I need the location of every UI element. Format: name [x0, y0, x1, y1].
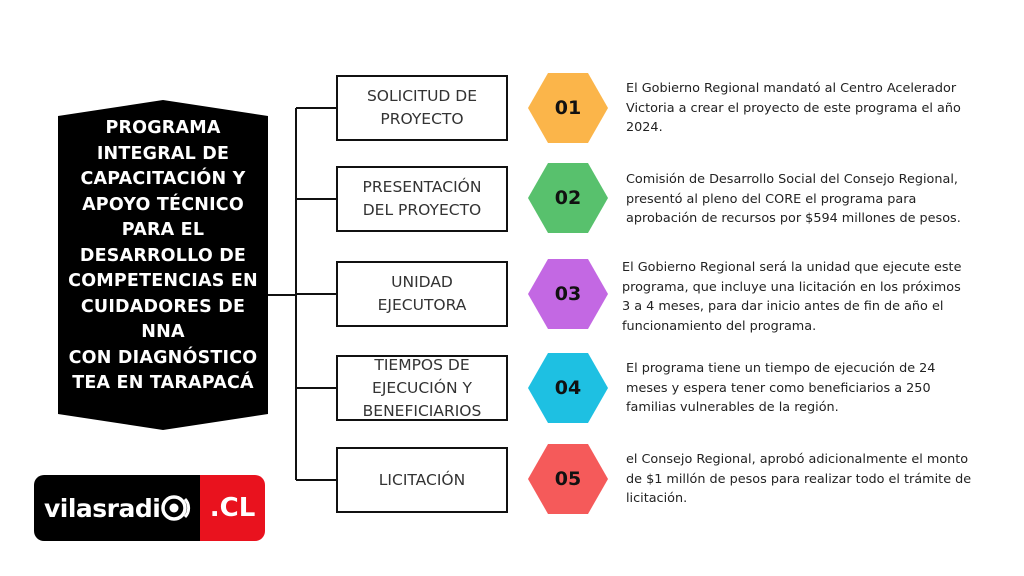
step-4-description: El programa tiene un tiempo de ejecución… [626, 361, 936, 415]
step-2-box: PRESENTACIÓN DEL PROYECTO [336, 166, 508, 232]
program-title: PROGRAMA INTEGRAL DE CAPACITACIÓN Y APOY… [68, 118, 258, 393]
program-title-box: PROGRAMA INTEGRAL DE CAPACITACIÓN Y APOY… [58, 100, 268, 430]
radio-signal-icon [161, 495, 191, 521]
step-2-description: Comisión de Desarrollo Social del Consej… [626, 172, 961, 226]
title-hexagon-shape [58, 100, 268, 430]
step-3-description: El Gobierno Regional será la unidad que … [622, 260, 962, 334]
step-5-number: 05 [554, 468, 582, 490]
step-1-number-badge: 01 [528, 73, 608, 143]
step-1-number: 01 [554, 97, 582, 119]
step-5-number-badge: 05 [528, 444, 608, 514]
logo-name: vilasradi [44, 493, 161, 523]
step-3-number-badge: 03 [528, 259, 608, 329]
step-4-number: 04 [554, 377, 582, 399]
step-1-box: SOLICITUD DE PROYECTO [336, 75, 508, 141]
step-2-number: 02 [554, 187, 582, 209]
vilasradio-logo: vilasradi .CL [34, 475, 265, 541]
step-5-box: LICITACIÓN [336, 447, 508, 513]
logo-domain-block: .CL [200, 475, 265, 541]
step-4-box: TIEMPOS DE EJECUCIÓN Y BENEFICIARIOS [336, 355, 508, 421]
step-3-number: 03 [554, 283, 582, 305]
step-2-number-badge: 02 [528, 163, 608, 233]
step-5-description: el Consejo Regional, aprobó adicionalmen… [626, 452, 972, 506]
step-4-number-badge: 04 [528, 353, 608, 423]
step-3-box: UNIDAD EJECUTORA [336, 261, 508, 327]
logo-name-block: vilasradi [34, 475, 200, 541]
step-1-description: El Gobierno Regional mandató al Centro A… [626, 81, 961, 135]
logo-domain: .CL [209, 493, 256, 523]
